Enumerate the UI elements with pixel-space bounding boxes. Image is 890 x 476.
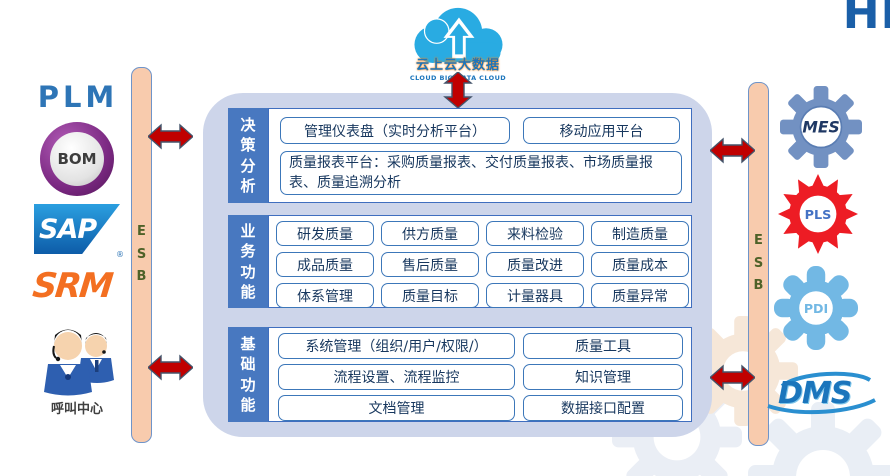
module-knowledge-management: 知识管理 [523, 364, 683, 390]
bom-icon: BOM [40, 122, 114, 196]
dms-swoosh-icon [767, 371, 876, 415]
module-system-management: 体系管理 [276, 283, 374, 308]
module-quality-report-platform: 质量报表平台：采购质量报表、交付质量报表、市场质量报表、质量追溯分析 [280, 151, 682, 195]
esb-bus-right: ESB [748, 82, 769, 446]
dms-label: DMS [778, 376, 852, 411]
sap-logo: SAP ® [34, 204, 124, 259]
bom-label: BOM [50, 132, 104, 186]
srm-logo: SRM [30, 266, 114, 306]
corner-logo: HI [842, 0, 890, 39]
pls-gear-icon: PLS [778, 174, 858, 254]
module-dashboard: 管理仪表盘（实时分析平台） [280, 117, 510, 144]
module-quality-exception: 质量异常 [591, 283, 689, 308]
module-data-interface-config: 数据接口配置 [523, 395, 683, 421]
pdi-gear-icon: PDI [774, 266, 858, 350]
mes-label: MES [802, 119, 839, 137]
pls-label: PLS [805, 208, 832, 223]
module-sys-admin: 系统管理（组织/用户/权限/） [278, 333, 515, 359]
module-quality-tools: 质量工具 [523, 333, 683, 359]
cloud-to-platform-arrow-icon [443, 72, 473, 108]
plm-system-label: PLM [37, 80, 119, 114]
module-incoming-inspection: 来料检验 [486, 221, 584, 246]
esb-left-top-arrow-icon [148, 123, 193, 150]
section-foundation-label: 基础功能 [228, 327, 268, 422]
cloud-platform: 云上云大数据 CLOUD BIG DATA CLOUD [396, 4, 520, 82]
module-measuring-instruments: 计量器具 [486, 283, 584, 308]
module-quality-improvement: 质量改进 [486, 252, 584, 277]
module-finished-goods-quality: 成品质量 [276, 252, 374, 277]
esb-bus-left: ESB [131, 67, 152, 443]
section-business-label: 业务功能 [228, 215, 268, 308]
call-center-icon [44, 329, 114, 396]
sap-registered-mark: ® [116, 250, 124, 259]
mes-gear-icon: MES [780, 86, 862, 168]
module-rnd-quality: 研发质量 [276, 221, 374, 246]
esb-right-top-arrow-icon [710, 137, 755, 164]
module-aftersales-quality: 售后质量 [381, 252, 479, 277]
esb-right-label: ESB [753, 232, 764, 294]
section-decision-label: 决策分析 [228, 108, 268, 203]
module-workflow: 流程设置、流程监控 [278, 364, 515, 390]
esb-left-label: ESB [136, 223, 147, 285]
esb-left-bottom-arrow-icon [148, 354, 193, 381]
module-document-management: 文档管理 [278, 395, 515, 421]
sap-label: SAP [39, 213, 97, 245]
module-quality-target: 质量目标 [381, 283, 479, 308]
module-quality-cost: 质量成本 [591, 252, 689, 277]
call-center-label: 呼叫中心 [50, 402, 103, 417]
cloud-title: 云上云大数据 [415, 58, 500, 73]
module-supplier-quality: 供方质量 [381, 221, 479, 246]
sap-shape: SAP [34, 204, 120, 254]
module-mobile-app: 移动应用平台 [523, 117, 680, 144]
dms-logo: DMS [766, 370, 876, 420]
cloud-icon [414, 7, 503, 64]
pdi-label: PDI [804, 301, 828, 316]
esb-right-bottom-arrow-icon [710, 364, 755, 391]
module-manufacturing-quality: 制造质量 [591, 221, 689, 246]
